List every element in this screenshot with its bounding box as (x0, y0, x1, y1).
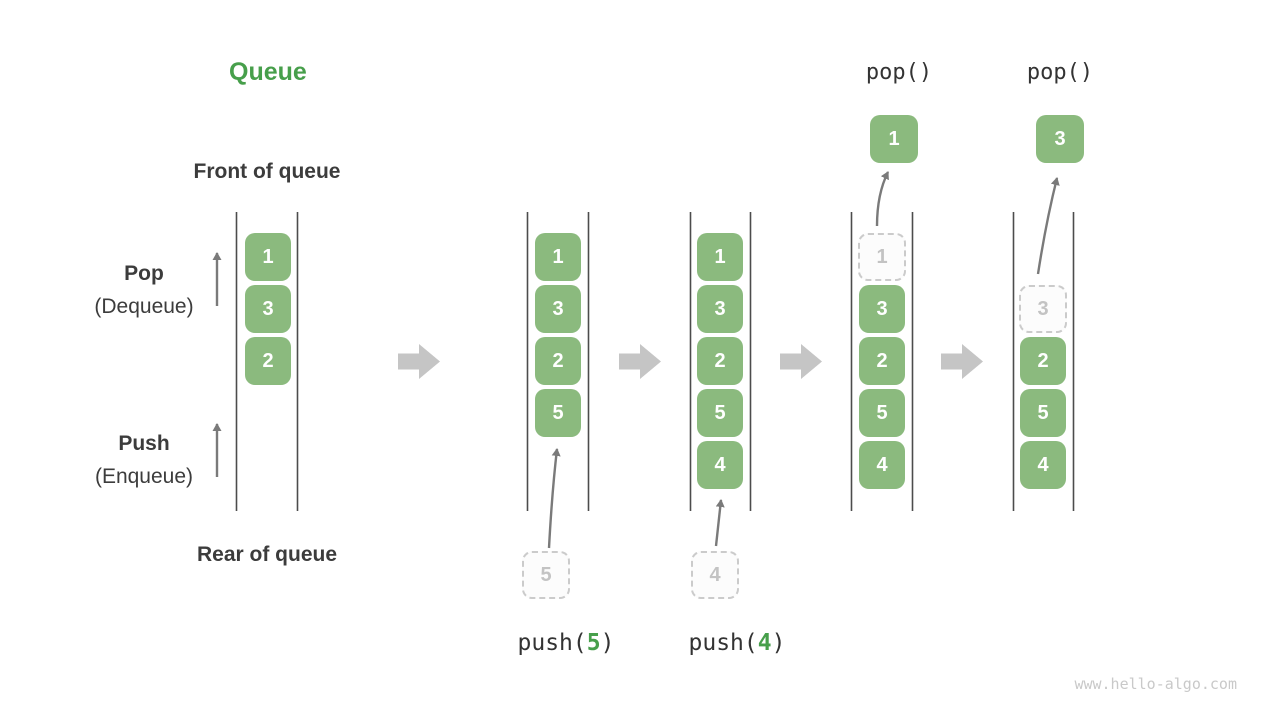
queue-item-box: 5 (697, 389, 743, 437)
queue-item-ghost-box: 1 (858, 233, 906, 281)
step-arrow-icon (780, 344, 822, 379)
rear-of-queue-label: Rear of queue (196, 543, 338, 566)
step-arrow-icon (619, 344, 661, 379)
queue-item-box: 1 (697, 233, 743, 281)
enqueue-arrow-icon (547, 448, 561, 549)
queue-item-box: 3 (859, 285, 905, 333)
push-fn-close: ) (771, 630, 786, 656)
queue-item-box: 3 (245, 285, 291, 333)
push-arg-value: 4 (757, 630, 772, 656)
dequeue-arrow-icon (875, 171, 890, 227)
queue-item-box: 2 (697, 337, 743, 385)
queue-item-box: 1 (535, 233, 581, 281)
queue-item-box: 3 (697, 285, 743, 333)
diagram-title: Queue (229, 58, 307, 86)
front-of-queue-label: Front of queue (193, 160, 341, 183)
push-label: Push (118, 432, 170, 455)
popped-item-box: 1 (870, 115, 918, 163)
queue-item-box: 4 (697, 441, 743, 489)
step-arrow-icon (398, 344, 440, 379)
pending-item-box: 4 (691, 551, 739, 599)
queue-item-box: 3 (535, 285, 581, 333)
queue-item-box: 5 (859, 389, 905, 437)
pop-side-label: Pop (Dequeue) (69, 262, 219, 319)
queue-item-box: 5 (535, 389, 581, 437)
dequeue-sublabel: (Dequeue) (94, 295, 194, 319)
push-fn-close: ) (600, 630, 615, 656)
enqueue-sublabel: (Enqueue) (94, 465, 194, 489)
queue-item-box: 2 (1020, 337, 1066, 385)
queue-item-box: 1 (245, 233, 291, 281)
queue-item-ghost-box: 3 (1019, 285, 1067, 333)
queue-item-box: 2 (245, 337, 291, 385)
push-operation-label: push(4) (682, 630, 792, 656)
push-arg-value: 5 (586, 630, 601, 656)
dequeue-arrow-icon (1036, 177, 1060, 275)
push-side-label: Push (Enqueue) (69, 432, 219, 489)
queue-item-box: 5 (1020, 389, 1066, 437)
pop-label: Pop (124, 262, 164, 285)
push-operation-label: push(5) (511, 630, 621, 656)
pop-operation-label: pop() (1026, 60, 1094, 85)
push-fn-text: push( (688, 630, 758, 656)
step-arrow-icon (941, 344, 983, 379)
queue-item-box: 4 (1020, 441, 1066, 489)
queue-item-box: 4 (859, 441, 905, 489)
pending-item-box: 5 (522, 551, 570, 599)
push-fn-text: push( (517, 630, 587, 656)
watermark: www.hello-algo.com (1074, 675, 1237, 693)
popped-item-box: 3 (1036, 115, 1084, 163)
pop-operation-label: pop() (865, 60, 933, 85)
enqueue-arrow-icon (714, 499, 725, 547)
queue-item-box: 2 (859, 337, 905, 385)
queue-item-box: 2 (535, 337, 581, 385)
